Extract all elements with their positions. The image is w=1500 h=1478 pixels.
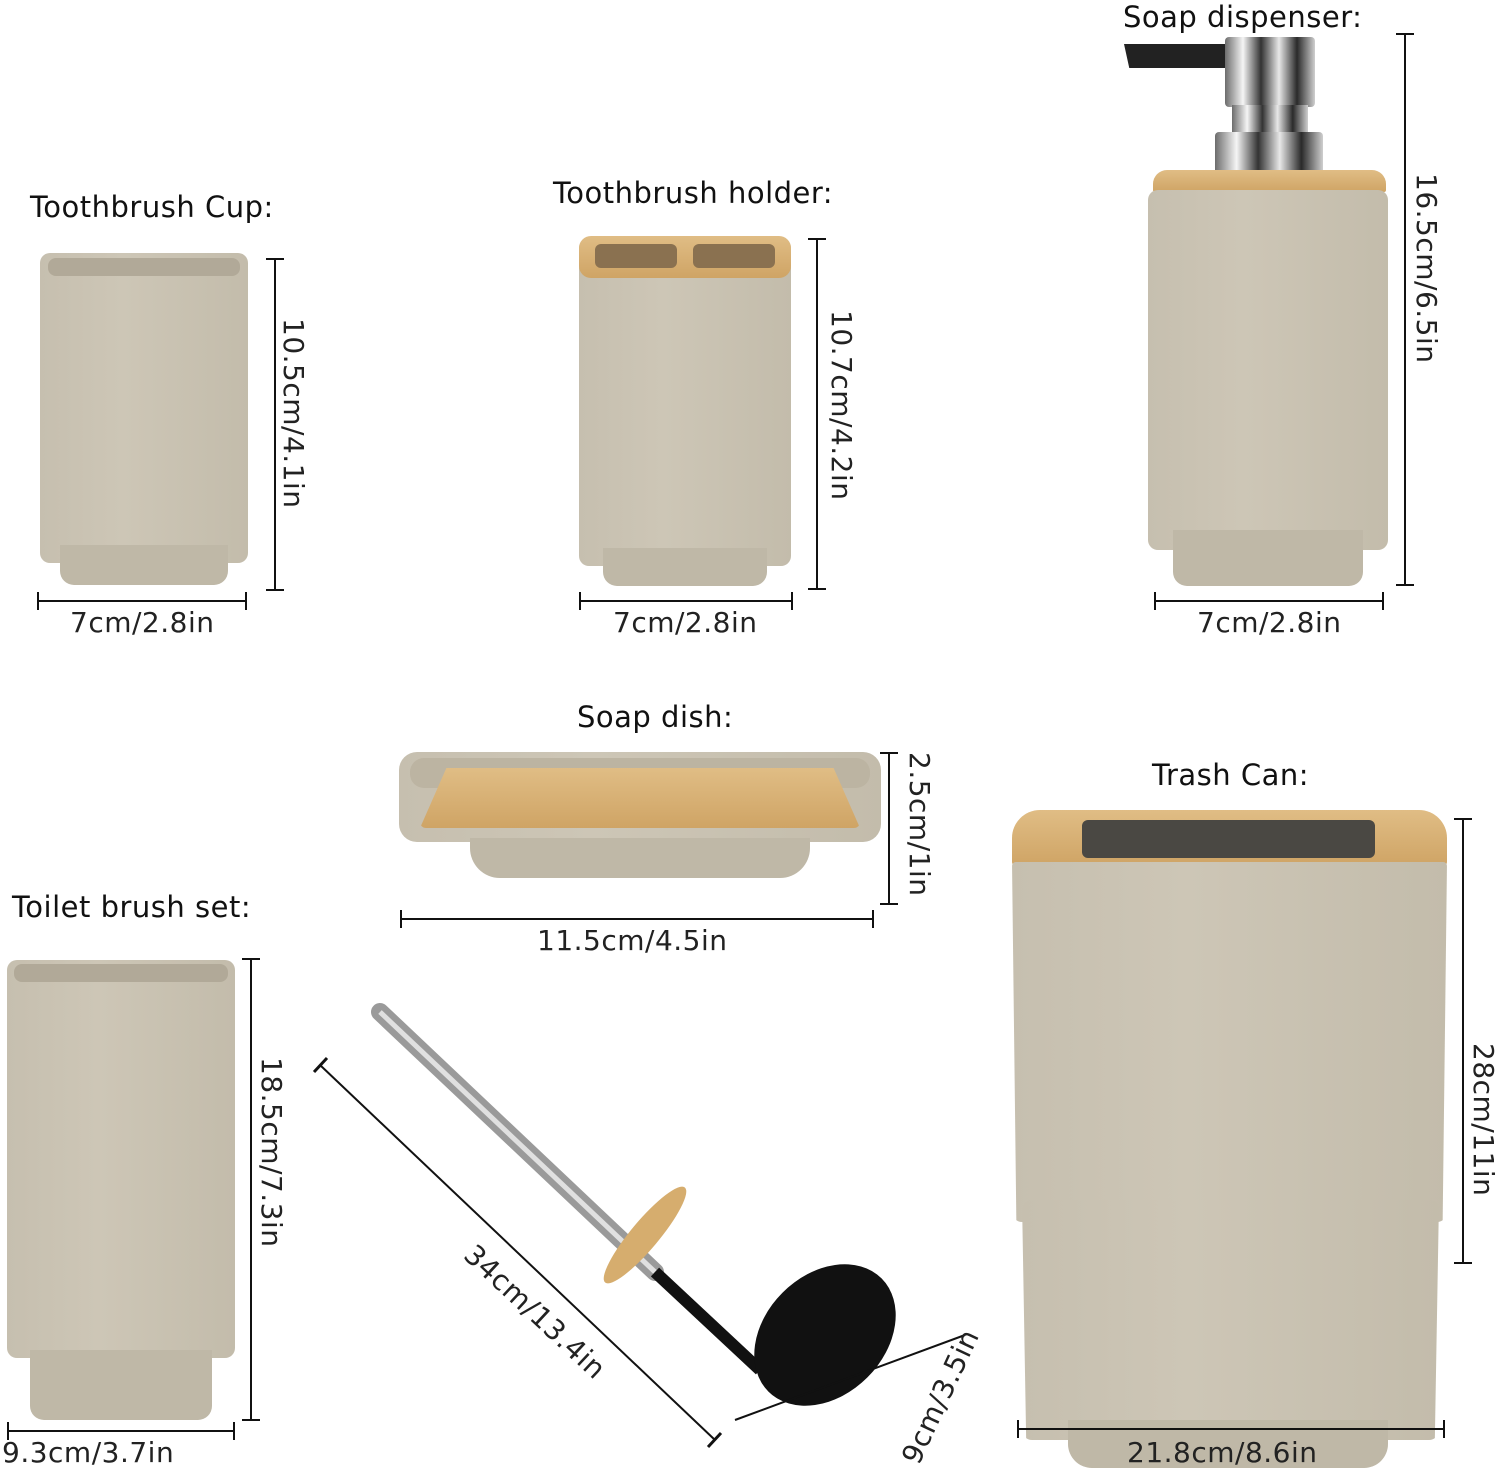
toilet-brush-holder-height: 18.5cm/7.3in	[255, 1057, 288, 1248]
soap-dispenser-width: 7cm/2.8in	[1197, 606, 1342, 639]
soap-dispenser-width-line	[1154, 592, 1384, 610]
soap-dish-width: 11.5cm/4.5in	[537, 924, 728, 957]
toothbrush-holder-width-line	[579, 592, 793, 610]
soap-dispenser-height: 16.5cm/6.5in	[1410, 173, 1443, 364]
toothbrush-holder-height: 10.7cm/4.2in	[825, 310, 858, 501]
toothbrush-cup-width-line	[37, 592, 247, 610]
soap-dish-title: Soap dish:	[577, 700, 734, 734]
toothbrush-cup-height-line	[266, 258, 284, 591]
toothbrush-holder-title: Toothbrush holder:	[553, 176, 834, 210]
toilet-brush-icon	[312, 1003, 966, 1449]
trash-can-height: 28cm/11in	[1467, 1043, 1500, 1197]
toilet-brush-holder-width: 9.3cm/3.7in	[2, 1436, 175, 1469]
toothbrush-holder-height-line	[808, 238, 826, 590]
soap-dispenser-height-line	[1396, 33, 1414, 586]
soap-dish-width-line	[400, 910, 874, 928]
soap-dish-height-line	[880, 752, 898, 905]
trash-can-width: 21.8cm/8.6in	[1127, 1436, 1318, 1469]
toilet-brush-holder-height-line	[242, 958, 260, 1421]
trash-can-width-line	[1017, 1420, 1445, 1438]
trash-can-title: Trash Can:	[1152, 758, 1310, 792]
toothbrush-cup-title: Toothbrush Cup:	[30, 190, 274, 224]
trash-can-height-line	[1454, 818, 1472, 1264]
toilet-brush-holder-width-line	[7, 1422, 235, 1440]
soap-dispenser-title: Soap dispenser:	[1123, 0, 1363, 34]
toothbrush-holder-width: 7cm/2.8in	[613, 606, 758, 639]
toilet-brush-set-title: Toilet brush set:	[12, 890, 252, 924]
soap-dish-height: 2.5cm/1in	[903, 752, 936, 897]
toothbrush-cup-width: 7cm/2.8in	[70, 606, 215, 639]
toothbrush-cup-height: 10.5cm/4.1in	[277, 318, 310, 509]
